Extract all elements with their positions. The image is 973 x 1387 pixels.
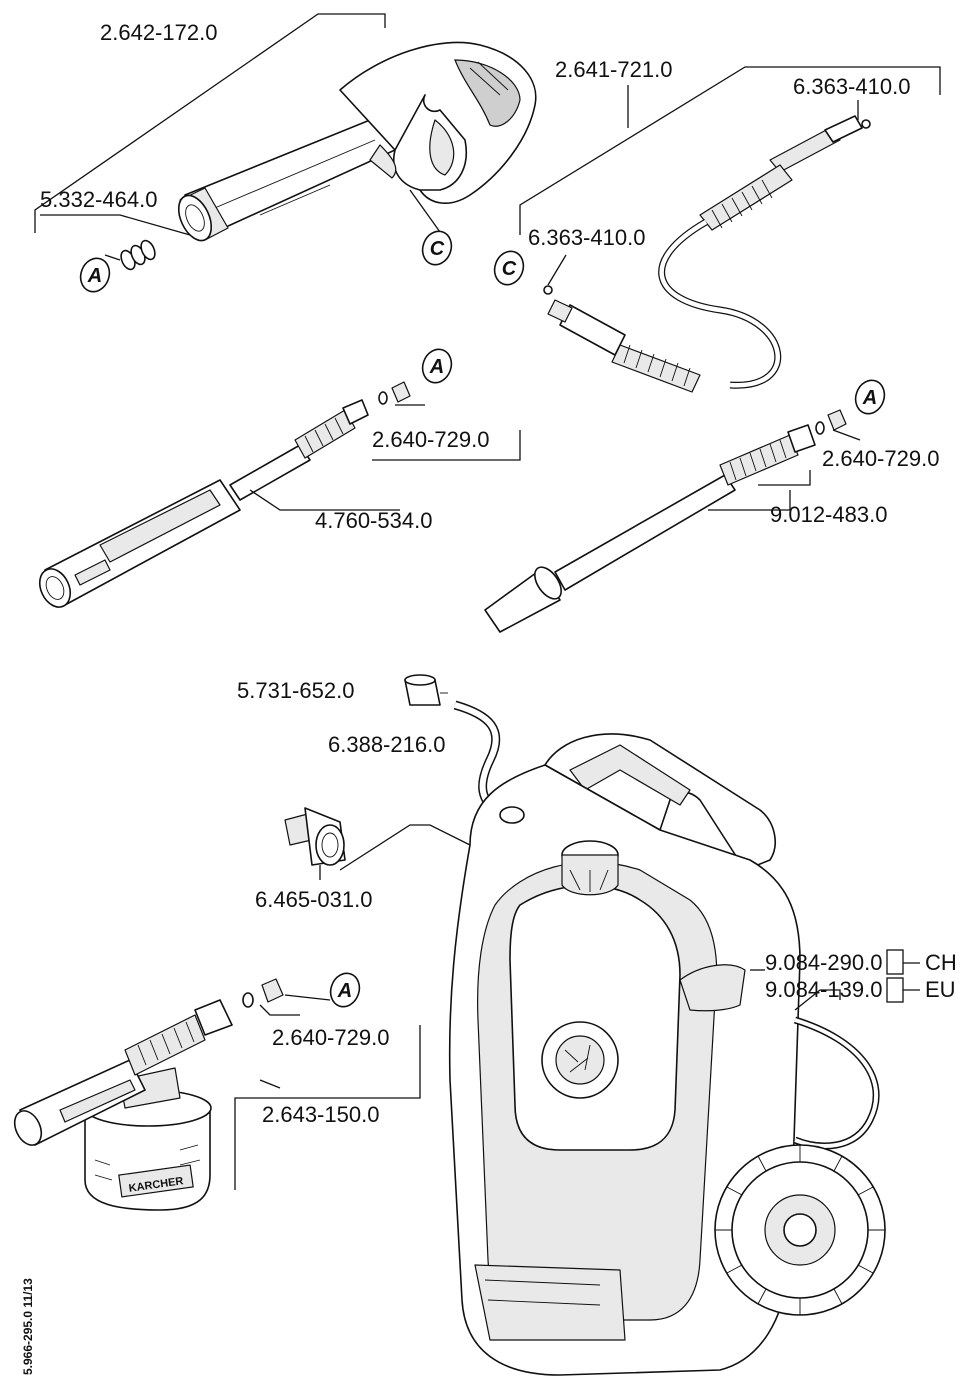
- label-nozzle-kit-1: 2.640-729.0: [372, 427, 489, 452]
- pressure-washer-body: [448, 733, 886, 1376]
- water-filter: [404, 674, 448, 706]
- nozzle-kit-2: [815, 409, 847, 435]
- label-gun-seal: 5.332-464.0: [40, 187, 157, 212]
- label-nozzle-kit-2: 2.640-729.0: [822, 446, 939, 471]
- dirt-blaster: [484, 424, 816, 633]
- nozzle-kit-3: [242, 978, 284, 1008]
- nozzle-kit-1: [378, 381, 411, 405]
- label-hose: 2.641-721.0: [555, 57, 672, 82]
- callout-c-1: C: [421, 230, 453, 266]
- vario-lance: [38, 399, 369, 608]
- foam-nozzle: [13, 999, 233, 1211]
- callout-a-3: A: [854, 379, 886, 415]
- seal-rings: [120, 239, 156, 271]
- svg-text:C: C: [430, 238, 445, 260]
- label-machine-eu: 9.084-139.0: [765, 977, 882, 1002]
- callout-a-1: A: [79, 257, 111, 293]
- label-variant-ch: CH: [925, 950, 957, 975]
- svg-text:A: A: [337, 980, 352, 1002]
- trigger-gun: [177, 41, 537, 242]
- label-nozzle-kit-3: 2.640-729.0: [272, 1025, 389, 1050]
- label-vario-lance: 4.760-534.0: [315, 508, 432, 533]
- label-coupling: 6.465-031.0: [255, 887, 372, 912]
- label-variant-eu: EU: [925, 977, 956, 1002]
- hose-coupling: [284, 807, 346, 866]
- callout-a-4: A: [329, 972, 361, 1008]
- label-foam-nozzle: 2.643-150.0: [262, 1102, 379, 1127]
- label-hose-oring-top: 6.363-410.0: [793, 74, 910, 99]
- svg-text:C: C: [502, 258, 517, 280]
- svg-text:A: A: [429, 356, 444, 378]
- callout-c-2: C: [493, 250, 525, 286]
- label-filter: 5.731-652.0: [237, 678, 354, 703]
- label-hose-piece: 6.388-216.0: [328, 732, 445, 757]
- document-code: 5.966-295.0 11/13: [21, 1278, 35, 1375]
- svg-text:A: A: [87, 265, 102, 287]
- label-machine-ch: 9.084-290.0: [765, 950, 882, 975]
- svg-text:A: A: [862, 387, 877, 409]
- label-gun: 2.642-172.0: [100, 20, 217, 45]
- high-pressure-hose: [543, 115, 871, 393]
- label-hose-oring-left: 6.363-410.0: [528, 225, 645, 250]
- label-dirt-blaster: 9.012-483.0: [770, 502, 887, 527]
- callout-a-2: A: [421, 348, 453, 384]
